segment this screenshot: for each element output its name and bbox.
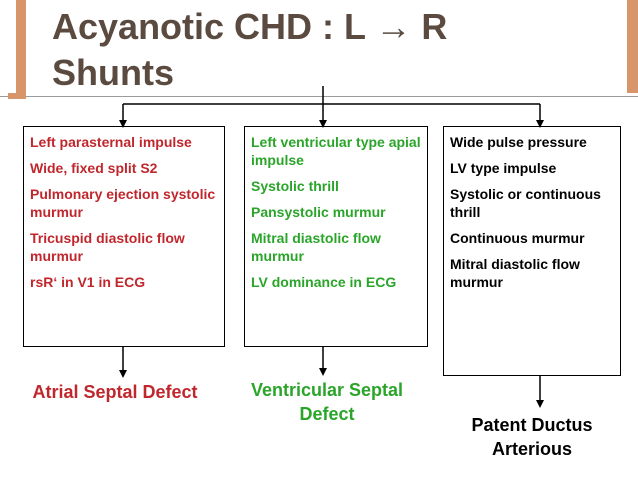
pda-feature: Mitral diastolic flow murmur [450,256,580,290]
asd-features-box: Left parasternal impulse Wide, fixed spl… [23,126,225,347]
vsd-label: Ventricular Septal Defect [250,380,404,424]
pda-label: Patent Ductus Arterious [471,415,593,459]
vsd-feature: Pansystolic murmur [251,204,386,220]
vsd-feature: LV dominance in ECG [251,274,397,290]
pda-feature: Continuous murmur [450,230,585,246]
vsd-feature: Mitral diastolic flow murmur [251,230,381,264]
pda-feature: Systolic or continuous thrill [450,186,601,220]
asd-feature: Left parasternal impulse [30,134,192,150]
pda-feature: Wide pulse pressure [450,134,587,150]
pda-features-box: Wide pulse pressure LV type impulse Syst… [443,126,621,376]
accent-bar-right [627,0,638,93]
asd-feature: Tricuspid diastolic flow murmur [30,230,185,264]
slide-title-line-2: Shunts [52,52,174,93]
title-divider-marker [8,93,26,99]
accent-bar-left [16,0,26,93]
vsd-feature: Left ventricular type apial impulse [251,134,421,168]
pda-feature: LV type impulse [450,160,557,176]
vsd-feature: Systolic thrill [251,178,339,194]
slide-title-line-1: Acyanotic CHD : L → R [52,6,448,47]
asd-feature: rsR‘ in V1 in ECG [30,274,146,290]
asd-feature: Pulmonary ejection systolic murmur [30,186,216,220]
asd-label: Atrial Septal Defect [32,382,198,402]
title-divider [0,96,638,97]
vsd-features-box: Left ventricular type apial impulse Syst… [244,126,428,347]
asd-feature: Wide, fixed split S2 [30,160,158,176]
slide-title: Acyanotic CHD : L → R Shunts [52,4,612,96]
